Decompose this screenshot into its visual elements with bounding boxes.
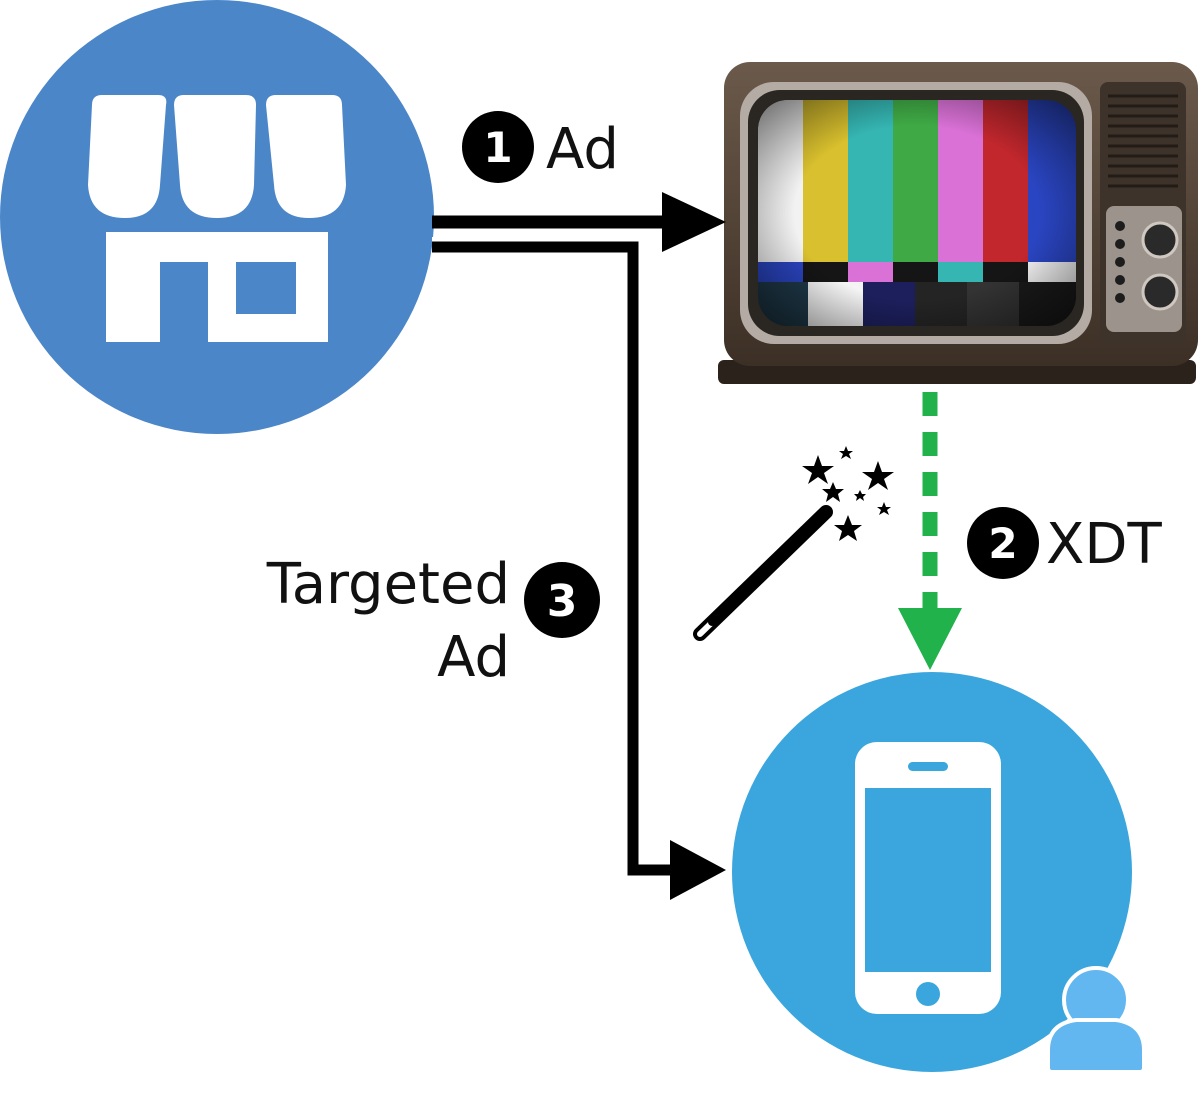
step-2-badge: [967, 507, 1039, 579]
targeted-ad-arrow: [432, 237, 726, 900]
tv-knob-bottom: [1141, 273, 1179, 311]
step-1-text: Ad: [546, 117, 619, 182]
sparkle-stars: [802, 446, 894, 541]
step-3-badge: [524, 562, 600, 638]
step-2-label: 2 XDT: [967, 507, 1162, 579]
tv-screen: [758, 100, 1076, 326]
device-node: [732, 672, 1146, 1074]
tv-speaker-grille: [1108, 94, 1178, 188]
storefront-icon: [88, 95, 346, 342]
user-icon: [1046, 966, 1146, 1074]
magic-wand-icon: [693, 446, 894, 641]
step-1-number: 1: [483, 123, 512, 172]
tv-knob-top: [1141, 221, 1179, 259]
step-2-text: XDT: [1046, 512, 1162, 577]
ad-arrow: [432, 192, 726, 252]
tv-buttons: [1115, 221, 1125, 303]
step-3-number: 3: [547, 576, 578, 627]
step-1-label: 1 Ad: [462, 111, 619, 183]
step-3-text-line2: Ad: [437, 625, 510, 690]
advertiser-node: [0, 0, 434, 434]
smartphone-icon: [855, 742, 1001, 1014]
step-2-number: 2: [988, 519, 1017, 568]
xdt-arrow: [898, 392, 962, 670]
television-icon: [718, 62, 1198, 384]
step-3-label: 3 Targeted Ad: [266, 552, 600, 690]
step-3-text-line1: Targeted: [266, 552, 510, 617]
step-1-badge: [462, 111, 534, 183]
